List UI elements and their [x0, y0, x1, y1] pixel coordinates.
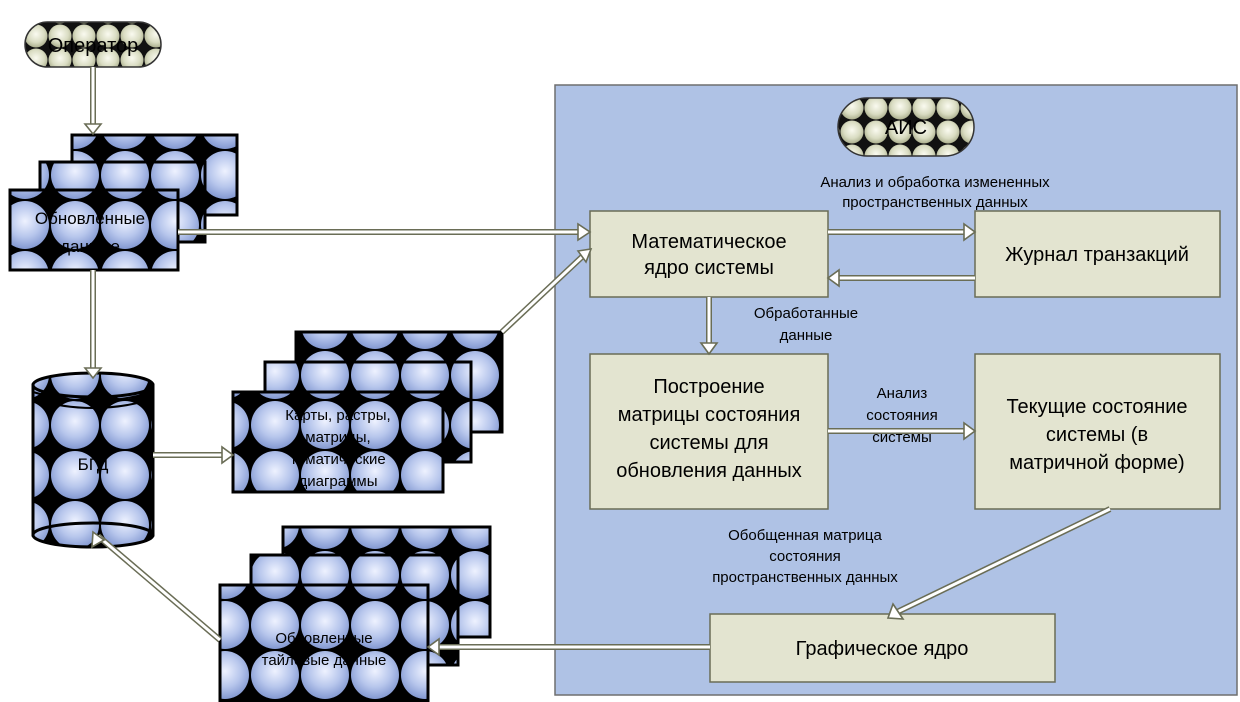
database-label: БГД [78, 455, 109, 474]
maps-label-4: диаграммы [298, 473, 377, 490]
math-core-box [590, 211, 828, 297]
maps-label-3: тематические [290, 451, 386, 468]
generalized-caption-3: пространственных данных [712, 569, 898, 586]
updated-data-label-1: Обновленные [35, 209, 145, 228]
state-analysis-caption-1: Анализ [877, 385, 928, 402]
arrowhead-operator-down [85, 124, 101, 134]
tiles-label-1: Обновленные [275, 630, 372, 647]
matrix-build-label-3: системы для [649, 432, 768, 454]
generalized-caption-2: состояния [769, 548, 840, 565]
math-core-label-2: ядро системы [644, 257, 774, 279]
current-state-label-3: матричной форме) [1009, 452, 1184, 474]
processed-caption-2: данные [780, 327, 833, 344]
operator-label: Оператор [48, 35, 139, 57]
processed-caption-1: Обработанные [754, 305, 858, 322]
analysis-caption-1: Анализ и обработка измененных [820, 174, 1050, 191]
updated-data-label-2: данные [60, 237, 120, 256]
tiles-label-2: тайловые данные [262, 652, 387, 669]
graphics-core-label: Графическое ядро [796, 638, 969, 660]
current-state-label-1: Текущие состояние [1006, 396, 1187, 418]
math-core-label-1: Математическое [631, 231, 786, 253]
updated-data-documents [10, 135, 237, 270]
tiles-documents [220, 527, 490, 702]
journal-label: Журнал транзакций [1005, 244, 1189, 266]
matrix-build-label-2: матрицы состояния [618, 404, 801, 426]
matrix-build-label-4: обновления данных [616, 460, 802, 482]
analysis-caption-2: пространственных данных [842, 194, 1028, 211]
current-state-label-2: системы (в [1046, 424, 1148, 446]
maps-label-1: Карты, растры, [285, 407, 390, 424]
ais-label: АИС [885, 117, 927, 139]
matrix-build-label-1: Построение [653, 376, 764, 398]
maps-label-2: матрицы, [305, 429, 370, 446]
arrowhead-to-maps [222, 447, 233, 463]
generalized-caption-1: Обобщенная матрица [728, 527, 882, 544]
state-analysis-caption-2: состояния [866, 407, 937, 424]
